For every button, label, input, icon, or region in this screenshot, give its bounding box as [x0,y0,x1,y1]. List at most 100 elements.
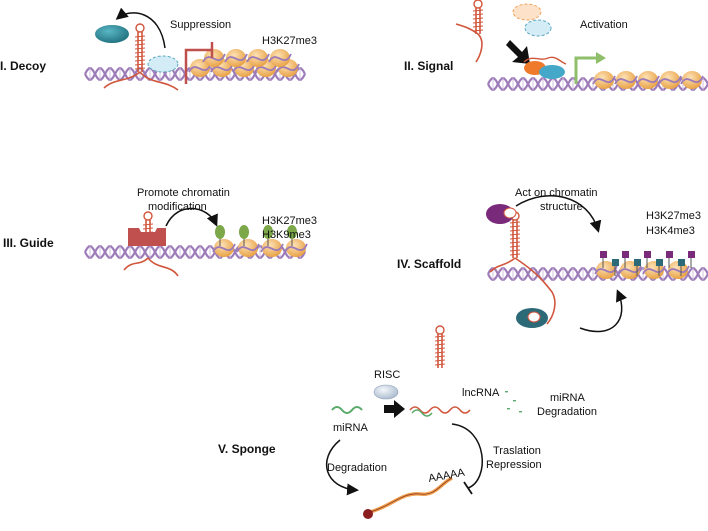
histone-mark [666,251,673,258]
sponge-degradation-arrow [325,439,359,496]
sponge-risc-label: RISC [374,369,400,381]
stem-rung [434,359,446,362]
sponge-mirna-deg-line2: Degradation [537,406,597,418]
stem-rung [134,39,146,42]
stem-rung [134,55,146,58]
decoy-repression-symbol [184,42,214,84]
sponge-degraded-fragments [505,391,522,413]
histone-mark [678,259,685,266]
histone-mark [239,225,249,239]
sponge-degradation-label: Degradation [327,462,387,474]
histone-mark [634,259,641,266]
panel-scaffold: IV. Scaffold Act on chromatin structure … [397,187,708,333]
stem-rung [142,223,154,226]
nucleosome-wrap [618,265,642,275]
stem-rung [434,347,446,350]
signal-recruit-arrow [506,40,530,64]
guide-nucleosomes [212,239,308,257]
scaffold-lncrna-tail [489,257,516,273]
nucleosome-wrap [202,53,226,63]
scaffold-histone-marks-a [600,251,695,268]
panel-decoy: I. Decoy Suppression H3K27me3 [0,7,317,91]
stem-rung [434,363,446,366]
nucleosome-wrap [232,63,256,73]
guide-lncrna-tail2 [147,257,179,277]
scaffold-title: IV. Scaffold [397,257,461,271]
histone-mark [656,259,663,266]
guide-target-arrow [165,207,218,227]
signal-lncrna-tail [455,23,479,35]
decoy-transcription-factor [95,25,129,43]
stem-rung [434,335,446,338]
stem-rung [142,227,154,230]
sponge-bound-mirna [411,409,433,417]
nucleosome-wrap [680,75,704,85]
sponge-mirna-deg-line1: miRNA [550,392,585,404]
nucleosome-wrap [246,53,270,63]
nucleosome-wrap [658,75,682,85]
stem-rung [509,233,521,236]
stem-rung [472,13,484,16]
sponge-mrna-cap [363,509,373,519]
scaffold-bottom-protein [516,308,548,328]
signal-dashed-factor-bottom [524,19,552,37]
histone-mark [215,225,225,239]
signal-lncrna-tail2 [475,33,483,63]
scaffold-lncrna-body [514,257,556,325]
nucleosome-wrap [224,53,248,63]
decoy-title: I. Decoy [0,59,46,73]
nucleosome-wrap [260,243,284,253]
nucleosome-wrap [636,75,660,85]
nucleosome-wrap [592,75,616,85]
histone-mark [600,251,607,258]
signal-dashed-factor-top [512,3,542,21]
stem-rung [134,35,146,38]
nucleosome-wrap [284,243,308,253]
scaffold-histone-marks-b [612,259,685,276]
loop [473,0,483,9]
histone-mark [688,251,695,258]
stem-rung [509,237,521,240]
signal-bound-complex [523,56,567,79]
stem-rung [434,355,446,358]
stem-rung [509,221,521,224]
signal-effect-label: Activation [580,19,628,31]
nucleosome-wrap [666,265,690,275]
signal-activation-arrow [574,56,598,84]
loop [135,23,145,33]
sponge-risc-complex [373,384,399,400]
sponge-repression-arc [451,423,483,489]
sponge-title: V. Sponge [218,442,276,456]
signal-activation-arrowhead [596,52,606,64]
histone-mark [263,225,273,239]
sponge-mrna-strand-core [369,477,453,513]
loop [435,325,445,335]
scaffold-lncrna-hairpin [509,211,521,258]
guide-mark2-label: H3K9me3 [262,229,311,241]
scaffold-effect-line2: structure [540,201,583,213]
scaffold-bottom-arrow [579,289,628,333]
sponge-repression-bar [463,481,473,495]
histone-mark [622,251,629,258]
histone-mark [612,259,619,266]
stem-rung [134,43,146,46]
stem-rung [509,225,521,228]
stem-rung [134,59,146,62]
guide-title: III. Guide [3,236,54,250]
panel-signal: II. Signal Activation [404,0,708,91]
stem-rung [434,339,446,342]
nucleosome-wrap [210,63,234,73]
scaffold-top-protein [486,204,517,224]
sponge-translation-line2: Repression [486,459,542,471]
guide-chromatin-modifier [128,228,166,246]
scaffold-effect-line1: Act on chromatin [515,187,598,199]
loop [143,211,153,221]
histone-mark [287,225,297,239]
stem-rung [134,67,146,70]
sponge-lncrna-hairpin [434,325,446,368]
panel-sponge: V. Sponge miRNA RISC lncRNA miRNA Degrad… [218,325,597,519]
nucleosome-wrap [276,63,300,73]
stem-rung [509,229,521,232]
nucleosome-wrap [236,243,260,253]
